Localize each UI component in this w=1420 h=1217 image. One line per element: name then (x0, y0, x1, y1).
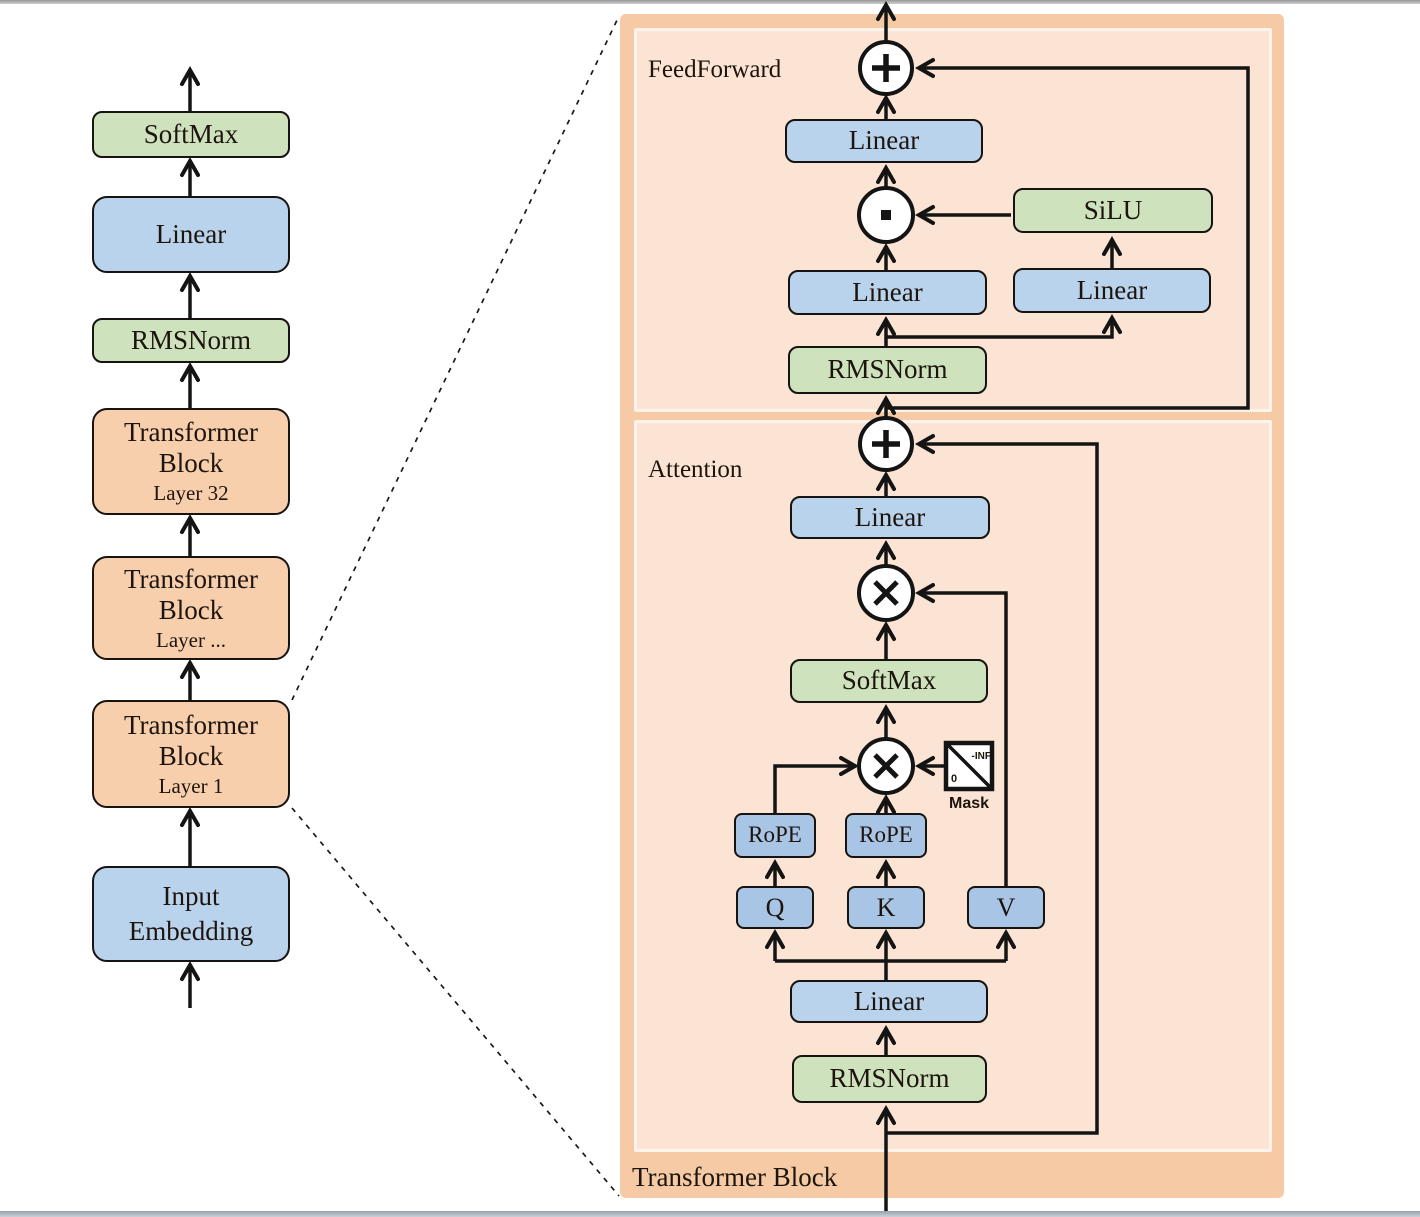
ff-linear-out-block: Linear (785, 119, 983, 163)
q-block: Q (736, 886, 814, 929)
bottom-edge-divider (0, 1211, 1420, 1217)
transformer-block-layer-32: Transformer Block Layer 32 (92, 408, 290, 515)
k-block: K (847, 886, 925, 929)
transformer-block-layer-mid: Transformer Block Layer ... (92, 556, 290, 660)
ff-linear-gate-block: Linear (788, 270, 987, 315)
left-linear-block: Linear (92, 196, 290, 273)
feedforward-section-label: FeedForward (648, 56, 782, 83)
attn-linear-out-block: Linear (790, 496, 990, 539)
attn-linear-qkv-block: Linear (790, 980, 988, 1023)
attn-rmsnorm-block: RMSNorm (792, 1055, 987, 1103)
attention-section-label: Attention (648, 456, 743, 483)
input-embedding-block: Input Embedding (92, 866, 290, 962)
top-edge-divider (0, 0, 1420, 4)
transformer-block-layer-1: Transformer Block Layer 1 (92, 700, 290, 808)
transformer-block-panel-title: Transformer Block (632, 1162, 838, 1192)
ff-silu-block: SiLU (1013, 188, 1213, 233)
rope-q-block: RoPE (734, 813, 816, 858)
attn-softmax-block: SoftMax (790, 659, 988, 703)
ff-linear-up-block: Linear (1013, 268, 1211, 313)
zoom-guide-dashed-lines (291, 15, 620, 1197)
rope-k-block: RoPE (845, 813, 927, 858)
left-rmsnorm-block: RMSNorm (92, 318, 290, 363)
ff-rmsnorm-block: RMSNorm (788, 346, 987, 394)
v-block: V (967, 886, 1045, 929)
left-softmax-block: SoftMax (92, 111, 290, 158)
